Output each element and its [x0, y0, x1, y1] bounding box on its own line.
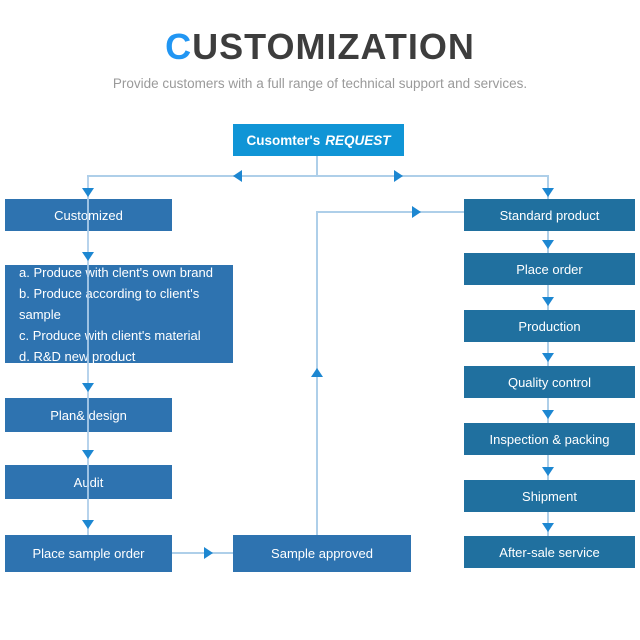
arrow-down-icon: [82, 188, 94, 197]
connector-split-horizontal: [87, 175, 549, 177]
connector-left-spine: [87, 176, 89, 535]
arrow-right-icon: [412, 206, 421, 218]
connector-sample-order-to-approved: [172, 552, 233, 554]
arrow-down-icon: [542, 410, 554, 419]
connector-to-standard-product: [316, 211, 464, 213]
flow-box-customized-options: a. Produce with clent's own brand b. Pro…: [5, 264, 233, 364]
page-subtitle: Provide customers with a full range of t…: [112, 76, 528, 91]
flow-box-sample-approved: Sample approved: [233, 535, 411, 572]
arrow-down-icon: [542, 523, 554, 532]
request-label: Cusomter's: [246, 132, 321, 148]
flow-box-shipment: Shipment: [464, 480, 635, 512]
option-c: c. Produce with client's material: [19, 327, 201, 343]
option-d: d. R&D new product: [19, 348, 136, 364]
arrow-down-icon: [542, 240, 554, 249]
title-rest: USTOMIZATION: [192, 26, 475, 67]
arrow-down-icon: [82, 383, 94, 392]
arrow-right-icon: [204, 547, 213, 559]
option-b: b. Produce according to client's sample: [19, 285, 200, 322]
arrow-down-icon: [82, 252, 94, 261]
arrow-down-icon: [82, 520, 94, 529]
arrow-left-icon: [233, 170, 242, 182]
arrow-down-icon: [82, 450, 94, 459]
flow-box-customer-request: Cusomter's REQUEST: [233, 124, 404, 156]
flow-box-standard-product: Standard product: [464, 199, 635, 231]
title-accent-letter: C: [165, 26, 193, 67]
flow-box-inspection-packing: Inspection & packing: [464, 423, 635, 455]
flow-box-after-sale-service: After-sale service: [464, 536, 635, 568]
page-title: CUSTOMIZATION: [0, 28, 640, 66]
flow-box-production: Production: [464, 310, 635, 342]
flow-box-quality-control: Quality control: [464, 366, 635, 398]
arrow-down-icon: [542, 353, 554, 362]
arrow-down-icon: [542, 297, 554, 306]
flow-box-place-sample-order: Place sample order: [5, 535, 172, 572]
arrow-down-icon: [542, 188, 554, 197]
arrow-down-icon: [542, 467, 554, 476]
arrow-right-icon: [394, 170, 403, 182]
flow-box-place-order: Place order: [464, 253, 635, 285]
arrow-up-icon: [311, 368, 323, 377]
connector-request-stem: [316, 156, 318, 177]
option-a: a. Produce with clent's own brand: [19, 264, 213, 280]
request-label-emphasis: REQUEST: [325, 132, 391, 148]
